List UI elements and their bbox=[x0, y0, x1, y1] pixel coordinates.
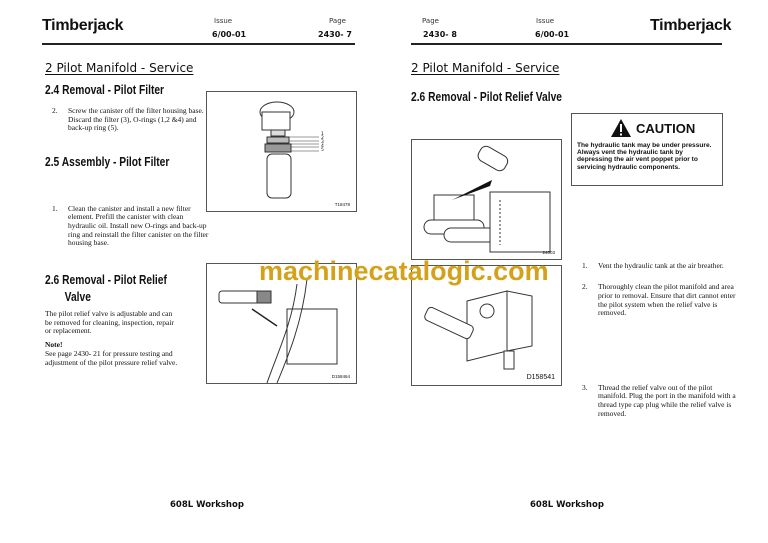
step-number: 2. bbox=[52, 106, 58, 115]
step-text: Thread the relief valve out of the pilot… bbox=[598, 382, 736, 418]
step-item: 1. Clean the canister and install a new … bbox=[52, 203, 213, 248]
note-text: See page 2430- 21 for pressure testing a… bbox=[45, 349, 178, 367]
heading-2-4: 2.4 Removal - Pilot Filter bbox=[45, 83, 165, 97]
callout: 5 bbox=[321, 148, 324, 153]
page-label: Page bbox=[422, 17, 439, 25]
step-number: 1. bbox=[582, 260, 588, 270]
machine-illustration bbox=[423, 145, 551, 253]
issue-label: Issue bbox=[536, 17, 555, 25]
pilot-filter-illustration bbox=[259, 101, 319, 199]
section-title: 2 Pilot Manifold - Service bbox=[45, 61, 194, 75]
heading-line: 2.6 Removal - Pilot Relief bbox=[45, 273, 167, 287]
callout: 1 bbox=[321, 132, 324, 137]
heading-2-6: 2.6 Removal - Pilot Relief Valve bbox=[45, 272, 167, 306]
caution-text: The hydraulic tank may be under pressure… bbox=[577, 142, 712, 171]
timberjack-logo: Timberjack bbox=[42, 17, 124, 34]
intro-paragraph: The pilot relief valve is adjustable and… bbox=[45, 309, 174, 336]
issue-label: Issue bbox=[214, 17, 233, 25]
step-text: Vent the hydraulic tank at the air breat… bbox=[598, 260, 724, 270]
step-text: Thoroughly clean the pilot manifold and … bbox=[598, 282, 736, 318]
section-title: 2 Pilot Manifold - Service bbox=[411, 61, 560, 75]
caution-header: CAUTION bbox=[610, 118, 695, 138]
figure-id: 24003 bbox=[542, 250, 555, 255]
caution-title: CAUTION bbox=[636, 120, 696, 136]
callout: 4 bbox=[321, 144, 324, 149]
step-number: 3. bbox=[582, 382, 588, 392]
step-text: Clean the canister and install a new fil… bbox=[68, 203, 209, 248]
relief-valve-illustration bbox=[218, 278, 338, 384]
heading-line: Valve bbox=[64, 290, 91, 304]
timberjack-logo: Timberjack bbox=[650, 17, 732, 34]
step-item: 2. Thoroughly clean the pilot manifold a… bbox=[582, 283, 738, 317]
figure-id: D158541 bbox=[526, 374, 555, 381]
step-item: 2. Screw the canister off the filter hou… bbox=[52, 106, 213, 133]
step-number: 1. bbox=[52, 203, 58, 213]
page-number: 2430- 7 bbox=[318, 30, 352, 39]
step-text: Screw the canister off the filter housin… bbox=[68, 106, 204, 133]
page-label: Page bbox=[329, 17, 346, 25]
footer-text: 608L Workshop bbox=[170, 500, 244, 510]
header-rule bbox=[42, 43, 355, 45]
watermark: machinecatalogic.com bbox=[259, 256, 549, 286]
callout: 3 bbox=[321, 140, 324, 145]
step-number: 2. bbox=[582, 282, 588, 292]
caution-box: CAUTION The hydraulic tank may be under … bbox=[571, 113, 723, 186]
figure-relief-valve-removal: D158541 bbox=[411, 265, 562, 386]
warning-triangle-icon bbox=[611, 119, 631, 137]
page-number: 2430- 8 bbox=[423, 30, 457, 39]
figure-relief-valve-location: D158464 bbox=[206, 263, 357, 384]
figure-id: D158464 bbox=[331, 374, 350, 379]
header-rule bbox=[411, 43, 722, 45]
figure-id: T18478 bbox=[334, 202, 350, 207]
manifold-illustration bbox=[424, 290, 533, 370]
footer-text: 608L Workshop bbox=[530, 500, 604, 510]
step-item: 1. Vent the hydraulic tank at the air br… bbox=[582, 260, 738, 271]
issue-value: 6/00-01 bbox=[212, 30, 247, 39]
note-label: Note! bbox=[45, 340, 63, 349]
callout: 2 bbox=[321, 136, 324, 141]
issue-value: 6/00-01 bbox=[535, 30, 570, 39]
step-item: 3. Thread the relief valve out of the pi… bbox=[582, 382, 738, 418]
callout-numbers: 1 2 3 4 5 bbox=[321, 132, 324, 153]
heading-2-6: 2.6 Removal - Pilot Relief Valve bbox=[411, 90, 562, 104]
heading-2-5: 2.5 Assembly - Pilot Filter bbox=[45, 155, 170, 169]
figure-machine-location: 24003 bbox=[411, 139, 562, 260]
figure-pilot-filter: 1 2 3 4 5 T18478 bbox=[206, 91, 357, 212]
